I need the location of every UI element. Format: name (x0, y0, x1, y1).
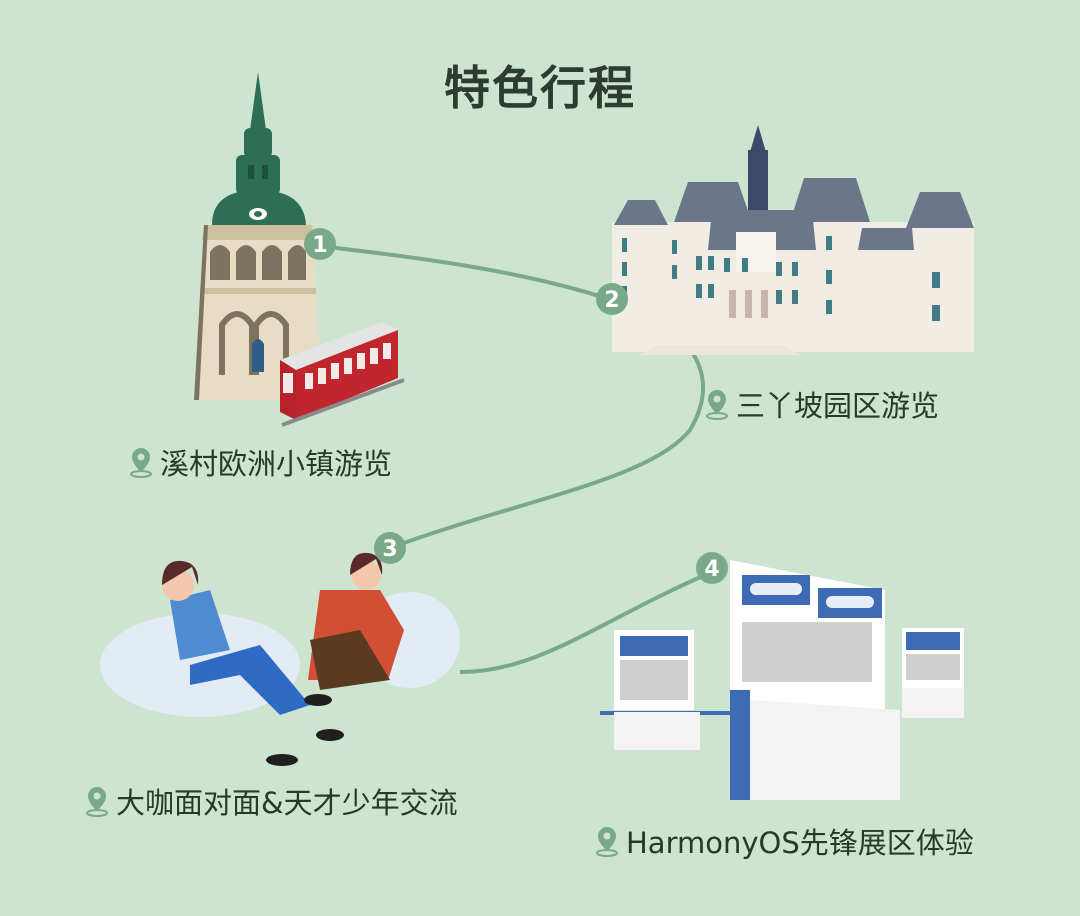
stop-badge-3: 3 (374, 532, 406, 564)
stop-label-2: 三丫坡园区游览 (704, 383, 939, 425)
stop-label-4: HarmonyOS先锋展区体验 (594, 820, 974, 862)
stop-badge-2: 2 (596, 283, 628, 315)
route-path-3-4 (459, 570, 713, 674)
svg-text:3: 3 (382, 537, 397, 562)
stop-label-text: HarmonyOS先锋展区体验 (626, 826, 974, 860)
stop-label-1: 溪村欧洲小镇游览 (128, 441, 392, 483)
route-path (319, 244, 705, 550)
tram-illustration (280, 322, 405, 427)
svg-text:4: 4 (704, 557, 719, 582)
svg-text:2: 2 (604, 288, 619, 313)
map-pin-icon (130, 448, 152, 478)
page-title: 特色行程 (444, 61, 636, 115)
svg-text:1: 1 (312, 233, 327, 258)
exhibition-illustration (600, 560, 964, 800)
stop-label-text: 溪村欧洲小镇游览 (160, 447, 393, 481)
clock-tower-illustration (194, 72, 322, 400)
stop-label-text: 大咖面对面&天才少年交流 (116, 786, 458, 820)
stop-label-text: 三丫坡园区游览 (736, 389, 940, 423)
chateau-illustration (612, 125, 974, 355)
stop-badge-4: 4 (696, 552, 728, 584)
stop-label-3: 大咖面对面&天才少年交流 (84, 780, 458, 822)
stop-badge-1: 1 (304, 228, 336, 260)
map-pin-icon (86, 787, 108, 817)
map-pin-icon (706, 390, 728, 420)
map-pin-icon (596, 827, 618, 857)
people-illustration (100, 552, 460, 766)
